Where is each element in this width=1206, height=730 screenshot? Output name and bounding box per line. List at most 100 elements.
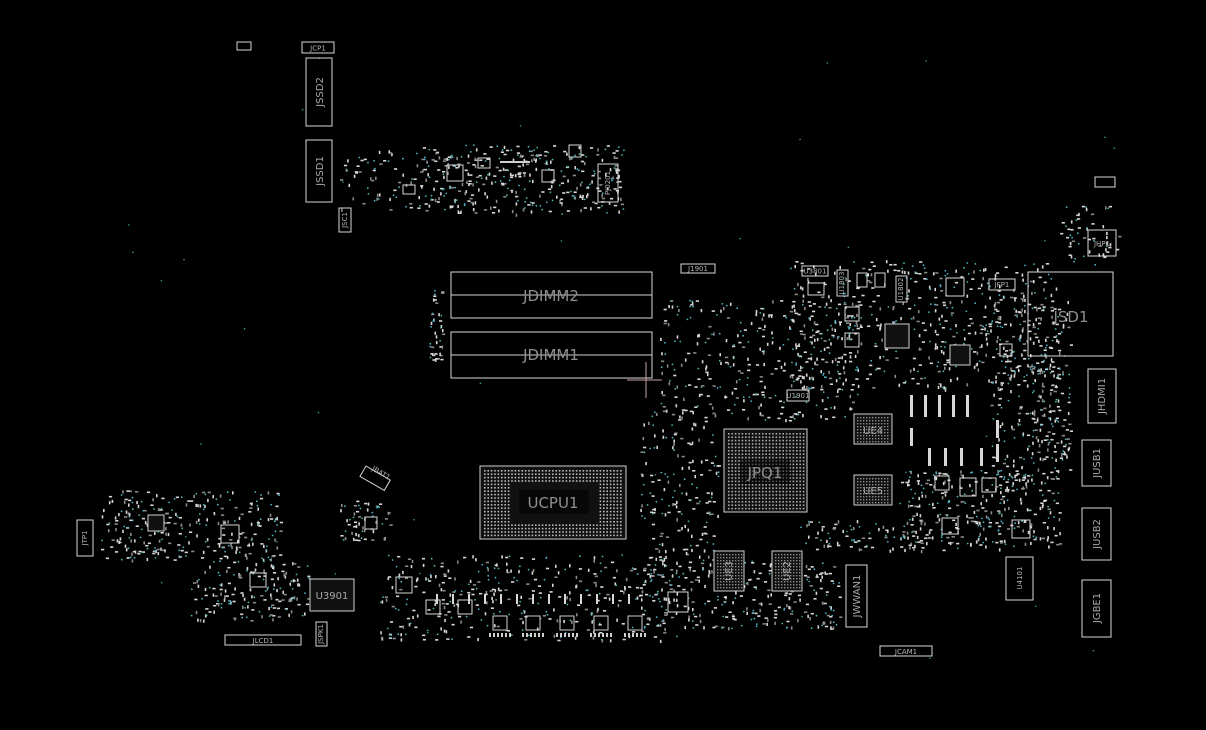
passive-pad <box>198 518 200 522</box>
passive-pad <box>789 416 793 418</box>
connector-jbat1[interactable]: JBAT1 <box>359 464 392 492</box>
via <box>989 525 992 528</box>
via <box>928 311 930 313</box>
connector-pj0201[interactable]: PJ0201 <box>597 163 619 203</box>
via <box>825 594 828 596</box>
passive-pad <box>812 303 816 305</box>
passive-pad <box>245 553 247 557</box>
passive-pad <box>647 564 651 566</box>
chip-u1803[interactable]: U1803 <box>836 269 849 297</box>
passive-pad <box>998 438 1000 442</box>
cpu-ball <box>558 524 561 526</box>
vram-ue5[interactable]: UE5 <box>853 474 893 506</box>
connector-jfp1[interactable]: JFP1 <box>988 278 1016 291</box>
chip-u1901[interactable]: U1901 <box>786 389 810 402</box>
vram-ball <box>884 502 886 504</box>
passive-pad <box>851 384 855 386</box>
gpu-ball <box>734 436 737 438</box>
card-reader-jsd1[interactable]: JSD1 <box>1027 271 1114 357</box>
cpu-ball <box>497 500 500 503</box>
connector-jcp1[interactable]: JCP1 <box>301 41 335 54</box>
port-jusb2-label: JUSB2 <box>1092 519 1103 550</box>
passive-pad <box>601 197 605 200</box>
connector-jssd2[interactable]: JSSD2 <box>305 57 333 127</box>
passive-pad <box>999 540 1003 542</box>
connector-jspk1[interactable]: JSPK1 <box>315 621 328 647</box>
passive-pad <box>555 564 557 568</box>
connector-jcam1[interactable]: JCAM1 <box>879 645 933 657</box>
cpu-ball <box>504 473 506 475</box>
chip-u3901[interactable]: U3901 <box>309 578 355 612</box>
via <box>1031 364 1033 367</box>
gpu-ball <box>789 453 791 455</box>
vram-ball <box>875 435 877 437</box>
port-jusb2[interactable]: JUSB2 <box>1081 507 1112 561</box>
port-jusb1[interactable]: JUSB1 <box>1081 439 1112 487</box>
gpu-ball <box>779 436 781 438</box>
gpu-ball <box>728 497 730 500</box>
connector-jtp1[interactable]: JTP1 <box>76 519 94 557</box>
cpu-ball <box>490 487 493 489</box>
port-jhdmi1[interactable]: JHDMI1 <box>1087 368 1117 424</box>
connector-jsc1[interactable]: JSC1 <box>338 207 352 233</box>
passive-pad <box>807 389 809 393</box>
connector-jssd1[interactable]: JSSD1 <box>305 139 333 203</box>
connector-j1901[interactable]: J1901 <box>680 263 716 274</box>
cpu-ucpu1[interactable]: UCPU1 <box>479 465 627 540</box>
via <box>431 312 434 315</box>
passive-pad <box>406 617 411 620</box>
passive-pad <box>885 529 889 532</box>
via <box>415 152 418 155</box>
passive-pad <box>979 544 983 546</box>
via <box>389 636 392 639</box>
passive-pad <box>743 329 747 331</box>
via <box>718 332 721 335</box>
passive-pad <box>427 609 431 611</box>
passive-pad <box>364 502 368 505</box>
passive-pad <box>704 416 708 419</box>
memory-slot-jdimm2[interactable]: JDIMM2 <box>450 271 653 319</box>
vram-ball <box>796 560 798 562</box>
passive-pad <box>594 202 598 205</box>
via <box>454 186 457 189</box>
passive-pad <box>988 323 992 325</box>
via <box>635 598 637 600</box>
passive-pad <box>1001 513 1003 517</box>
passive-pad <box>484 192 486 196</box>
connector-jfp1-label: JFP1 <box>994 281 1010 289</box>
passive-pad <box>458 615 462 618</box>
via <box>432 320 435 322</box>
passive-pad <box>957 515 961 518</box>
gpu-ball <box>785 490 788 493</box>
connector-jlcd1[interactable]: JLCD1 <box>224 634 302 646</box>
cpu-ball <box>504 480 506 482</box>
gpu-ball <box>775 450 778 452</box>
via <box>689 316 692 319</box>
vram-ball <box>863 493 865 495</box>
passive-pad <box>241 531 245 534</box>
cpu-ball <box>497 470 500 472</box>
connector-jwwan1[interactable]: JWWAN1 <box>845 564 868 628</box>
chip-u1802[interactable]: U1802 <box>895 275 908 303</box>
gpu-ball <box>799 480 801 483</box>
gpu-jpq1[interactable]: JPQ1 <box>723 428 808 513</box>
passive-pad <box>664 581 668 584</box>
vram-ue3[interactable]: UE3 <box>713 550 745 592</box>
chip-u3801[interactable]: U3801 <box>801 265 829 277</box>
port-jgbe1[interactable]: JGBE1 <box>1081 579 1112 638</box>
vram-ball <box>723 578 725 580</box>
gpu-ball <box>765 446 767 449</box>
memory-slot-jdimm1[interactable]: JDIMM1 <box>450 331 653 379</box>
chip-u4101[interactable]: U4101 <box>1005 556 1034 601</box>
vram-ball <box>881 420 883 422</box>
passive-pad <box>398 181 402 184</box>
gpu-ball <box>799 501 801 503</box>
vram-ball <box>729 560 731 562</box>
via <box>664 473 667 475</box>
passive-pad <box>905 481 909 484</box>
connector-jhp1[interactable]: JHP1 <box>1087 229 1117 257</box>
gpu-ball <box>734 480 737 483</box>
vram-ue4[interactable]: UE4 <box>853 413 893 445</box>
vram-ue2[interactable]: UE2 <box>771 550 803 592</box>
passive-pad <box>484 612 487 616</box>
